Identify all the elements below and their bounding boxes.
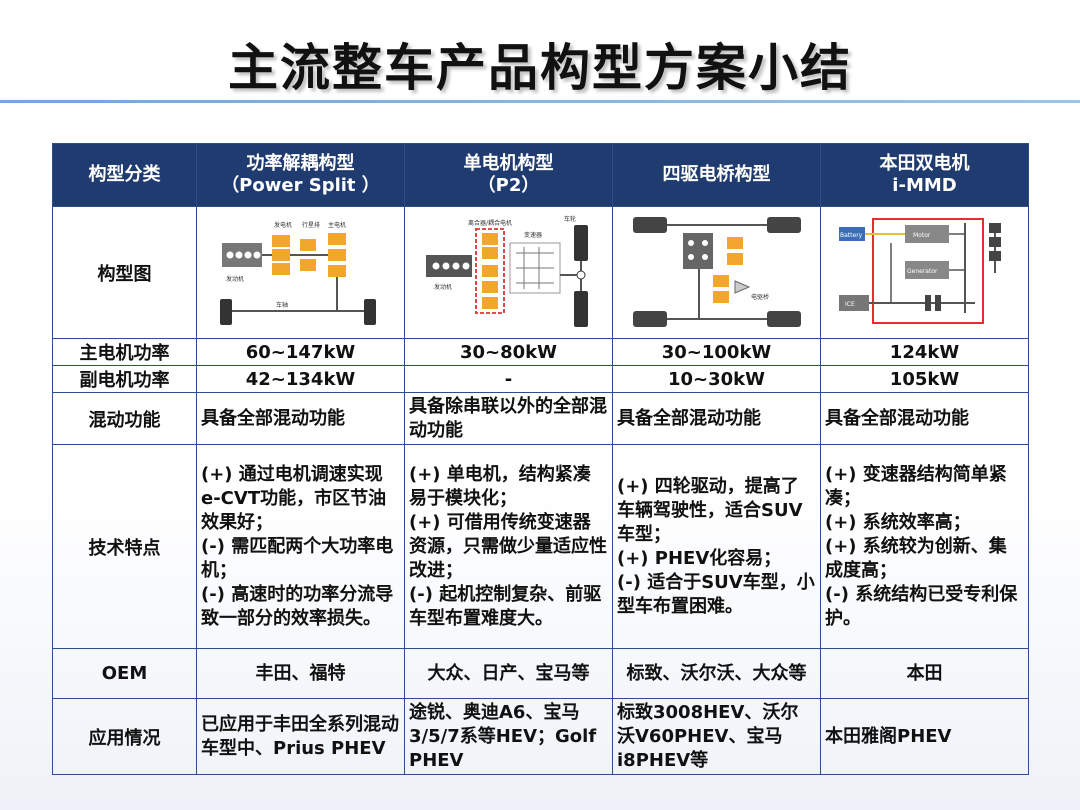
svg-text:Battery: Battery bbox=[840, 232, 863, 239]
svg-text:车轮: 车轮 bbox=[564, 215, 576, 223]
aux-motor-row: 副电机功率 42~134kW - 10~30kW 105kW bbox=[52, 365, 1029, 393]
hybrid-e-axle: 具备全部混动功能 bbox=[612, 392, 821, 445]
diagram-row: 构型图 发动机 发电机 行星排 主电机 bbox=[52, 206, 1029, 339]
main-motor-row: 主电机功率 60~147kW 30~80kW 30~100kW 124kW bbox=[52, 338, 1029, 366]
feature-item: (-) 系统结构已受专利保护。 bbox=[825, 583, 1018, 629]
svg-text:离合器/耦合电机: 离合器/耦合电机 bbox=[468, 219, 512, 227]
usage-p2: 途锐、奥迪A6、宝马3/5/7系等HEV；Golf PHEV bbox=[404, 698, 613, 775]
comparison-table: 构型分类 功率解耦构型 （Power Split ） 单电机构型 （P2） 四驱… bbox=[52, 143, 1029, 775]
feature-item: (-) 适合于SUV车型，小型车布置困难。 bbox=[617, 571, 815, 617]
header-row: 构型分类 功率解耦构型 （Power Split ） 单电机构型 （P2） 四驱… bbox=[52, 143, 1029, 207]
svg-text:变速器: 变速器 bbox=[524, 231, 542, 239]
features-p2: (+) 单电机，结构紧凑易于模块化； (+) 可借用传统变速器资源，只需做少量适… bbox=[404, 444, 613, 649]
usage-e-axle: 标致3008HEV、沃尔沃V60PHEV、宝马i8PHEV等 bbox=[612, 698, 821, 775]
main-motor-p2: 30~80kW bbox=[404, 338, 613, 366]
feature-item: (+) 可借用传统变速器资源，只需做少量适应性改进； bbox=[409, 511, 607, 581]
svg-text:Generator: Generator bbox=[907, 268, 938, 275]
usage-power-split: 已应用于丰田全系列混动车型中、Prius PHEV bbox=[196, 698, 405, 775]
main-motor-e-axle: 30~100kW bbox=[612, 338, 821, 366]
feature-item: (-) 高速时的功率分流导致一部分的效率损失。 bbox=[201, 583, 394, 629]
row-label-oem: OEM bbox=[52, 648, 197, 699]
feature-item: (+) 通过电机调速实现e-CVT功能，市区节油效果好； bbox=[201, 463, 387, 533]
features-honda: (+) 变速器结构简单紧凑； (+) 系统效率高； (+) 系统较为创新、集成度… bbox=[820, 444, 1029, 649]
features-row: 技术特点 (+) 通过电机调速实现e-CVT功能，市区节油效果好； (-) 需匹… bbox=[52, 444, 1029, 649]
row-label-features: 技术特点 bbox=[52, 444, 197, 649]
features-power-split: (+) 通过电机调速实现e-CVT功能，市区节油效果好； (-) 需匹配两个大功… bbox=[196, 444, 405, 649]
row-label-usage: 应用情况 bbox=[52, 698, 197, 775]
aux-motor-power-split: 42~134kW bbox=[196, 365, 405, 393]
power-split-diagram: 发动机 发电机 行星排 主电机 车轴 bbox=[196, 206, 405, 339]
feature-item: (-) 需匹配两个大功率电机； bbox=[201, 535, 394, 581]
aux-motor-e-axle: 10~30kW bbox=[612, 365, 821, 393]
e-axle-diagram: 电驱桥 bbox=[612, 206, 821, 339]
svg-text:车轴: 车轴 bbox=[276, 301, 288, 309]
header-p2: 单电机构型 （P2） bbox=[404, 143, 613, 207]
row-label-diagram: 构型图 bbox=[52, 206, 197, 339]
row-label-hybrid: 混动功能 bbox=[52, 392, 197, 445]
header-power-split: 功率解耦构型 （Power Split ） bbox=[196, 143, 405, 207]
page-title: 主流整车产品构型方案小结 bbox=[228, 39, 852, 97]
e-axle-diagram-image: 电驱桥 bbox=[626, 212, 807, 333]
feature-item: (+) 变速器结构简单紧凑； bbox=[825, 463, 1007, 509]
oem-honda: 本田 bbox=[820, 648, 1029, 699]
feature-item: (+) PHEV化容易； bbox=[617, 547, 782, 569]
svg-text:行星排: 行星排 bbox=[302, 221, 320, 229]
svg-text:发动机: 发动机 bbox=[434, 283, 452, 291]
oem-row: OEM 丰田、福特 大众、日产、宝马等 标致、沃尔沃、大众等 本田 bbox=[52, 648, 1029, 699]
honda-immd-diagram-image: Battery Motor Generator ICE bbox=[834, 212, 1015, 333]
title-underline bbox=[0, 100, 1080, 103]
row-label-main-motor: 主电机功率 bbox=[52, 338, 197, 366]
hybrid-p2: 具备除串联以外的全部混动功能 bbox=[404, 392, 613, 445]
svg-text:Motor: Motor bbox=[913, 232, 931, 239]
svg-text:发电机: 发电机 bbox=[274, 221, 292, 229]
power-split-diagram-image: 发动机 发电机 行星排 主电机 车轴 bbox=[215, 212, 386, 333]
oem-e-axle: 标致、沃尔沃、大众等 bbox=[612, 648, 821, 699]
p2-diagram-image: 发动机 离合器/耦合电机 变速器 车轮 bbox=[423, 212, 594, 333]
row-label-aux-motor: 副电机功率 bbox=[52, 365, 197, 393]
header-e-axle: 四驱电桥构型 bbox=[612, 143, 821, 207]
usage-honda: 本田雅阁PHEV bbox=[820, 698, 1029, 775]
usage-row: 应用情况 已应用于丰田全系列混动车型中、Prius PHEV 途锐、奥迪A6、宝… bbox=[52, 698, 1029, 775]
aux-motor-p2: - bbox=[404, 365, 613, 393]
feature-item: (+) 系统较为创新、集成度高； bbox=[825, 535, 1007, 581]
hybrid-power-split: 具备全部混动功能 bbox=[196, 392, 405, 445]
main-motor-power-split: 60~147kW bbox=[196, 338, 405, 366]
feature-item: (+) 单电机，结构紧凑易于模块化； bbox=[409, 463, 591, 509]
header-category: 构型分类 bbox=[52, 143, 197, 207]
feature-item: (+) 四轮驱动，提高了车辆驾驶性，适合SUV车型； bbox=[617, 475, 803, 545]
feature-item: (+) 系统效率高； bbox=[825, 511, 971, 533]
aux-motor-honda: 105kW bbox=[820, 365, 1029, 393]
header-honda-immd: 本田双电机 i-MMD bbox=[820, 143, 1029, 207]
honda-immd-diagram: Battery Motor Generator ICE bbox=[820, 206, 1029, 339]
svg-text:ICE: ICE bbox=[845, 301, 855, 308]
svg-text:发动机: 发动机 bbox=[226, 275, 244, 283]
oem-power-split: 丰田、福特 bbox=[196, 648, 405, 699]
hybrid-honda: 具备全部混动功能 bbox=[820, 392, 1029, 445]
hybrid-function-row: 混动功能 具备全部混动功能 具备除串联以外的全部混动功能 具备全部混动功能 具备… bbox=[52, 392, 1029, 445]
main-motor-honda: 124kW bbox=[820, 338, 1029, 366]
svg-text:电驱桥: 电驱桥 bbox=[751, 293, 769, 301]
oem-p2: 大众、日产、宝马等 bbox=[404, 648, 613, 699]
feature-item: (-) 起机控制复杂、前驱车型布置难度大。 bbox=[409, 583, 602, 629]
svg-text:主电机: 主电机 bbox=[328, 221, 346, 229]
features-e-axle: (+) 四轮驱动，提高了车辆驾驶性，适合SUV车型； (+) PHEV化容易； … bbox=[612, 444, 821, 649]
p2-diagram: 发动机 离合器/耦合电机 变速器 车轮 bbox=[404, 206, 613, 339]
